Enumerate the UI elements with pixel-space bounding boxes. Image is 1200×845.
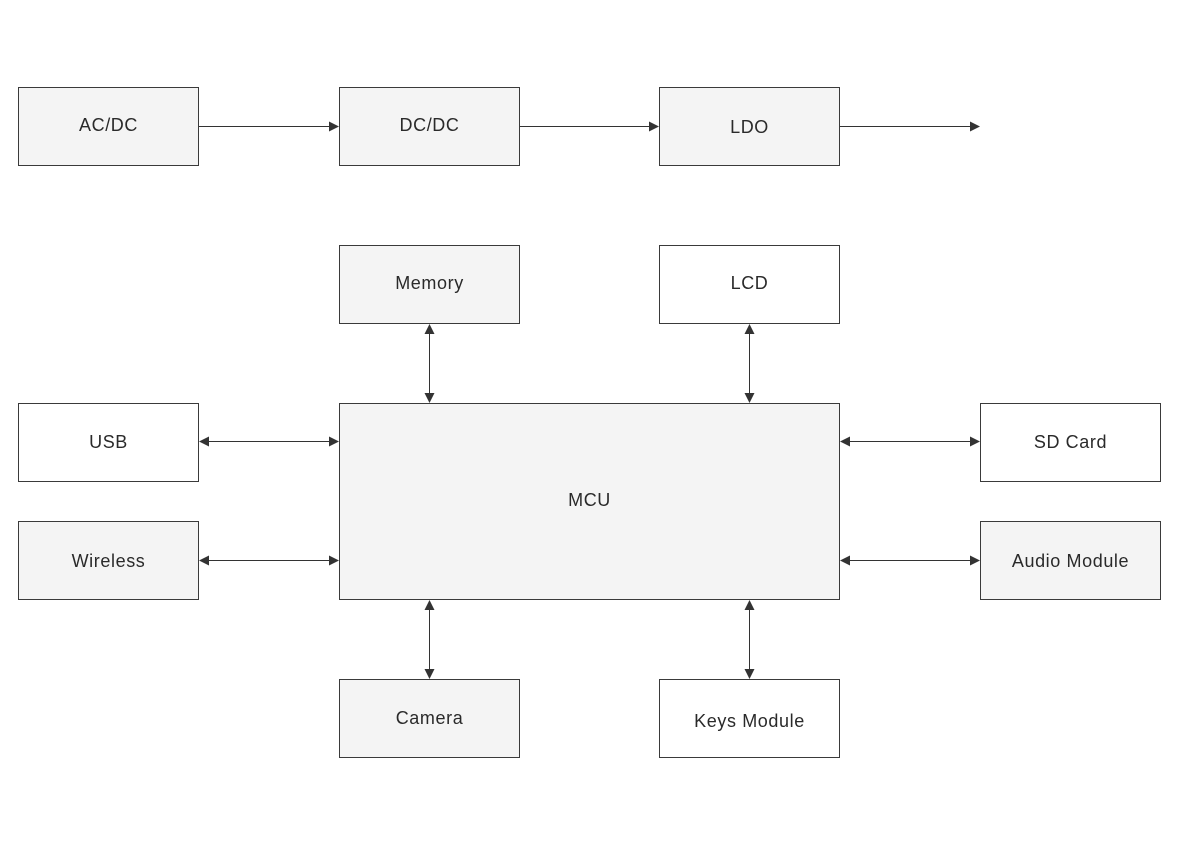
link-memory-mcu: [424, 324, 435, 403]
block-lcd-label: LCD: [731, 273, 769, 293]
link-mcu-keys: [744, 600, 755, 679]
block-camera-label: Camera: [396, 708, 464, 728]
block-memory-label: Memory: [395, 273, 464, 293]
block-keys: Keys Module: [659, 679, 840, 758]
block-audio-label: Audio Module: [1012, 551, 1129, 571]
arrow-ldo-output: [840, 121, 980, 132]
arrow-acdc-to-dcdc: [199, 121, 339, 132]
link-mcu-audio: [840, 555, 980, 566]
block-acdc: AC/DC: [18, 87, 199, 166]
block-keys-label: Keys Module: [694, 711, 805, 731]
block-usb-label: USB: [89, 432, 128, 452]
block-mcu-label: MCU: [568, 490, 611, 510]
block-wireless: Wireless: [18, 521, 199, 600]
block-dcdc-label: DC/DC: [400, 115, 460, 135]
link-mcu-sdcard: [840, 436, 980, 447]
block-memory: Memory: [339, 245, 520, 324]
block-dcdc: DC/DC: [339, 87, 520, 166]
block-mcu: MCU: [339, 403, 840, 600]
block-acdc-label: AC/DC: [79, 115, 138, 135]
block-ldo-label: LDO: [730, 117, 769, 137]
link-usb-mcu: [199, 436, 339, 447]
block-camera: Camera: [339, 679, 520, 758]
link-mcu-camera: [424, 600, 435, 679]
block-sdcard: SD Card: [980, 403, 1161, 482]
link-wireless-mcu: [199, 555, 339, 566]
block-ldo: LDO: [659, 87, 840, 166]
block-audio: Audio Module: [980, 521, 1161, 600]
arrow-dcdc-to-ldo: [520, 121, 659, 132]
block-usb: USB: [18, 403, 199, 482]
block-sdcard-label: SD Card: [1034, 432, 1107, 452]
link-lcd-mcu: [744, 324, 755, 403]
block-wireless-label: Wireless: [72, 551, 146, 571]
block-lcd: LCD: [659, 245, 840, 324]
